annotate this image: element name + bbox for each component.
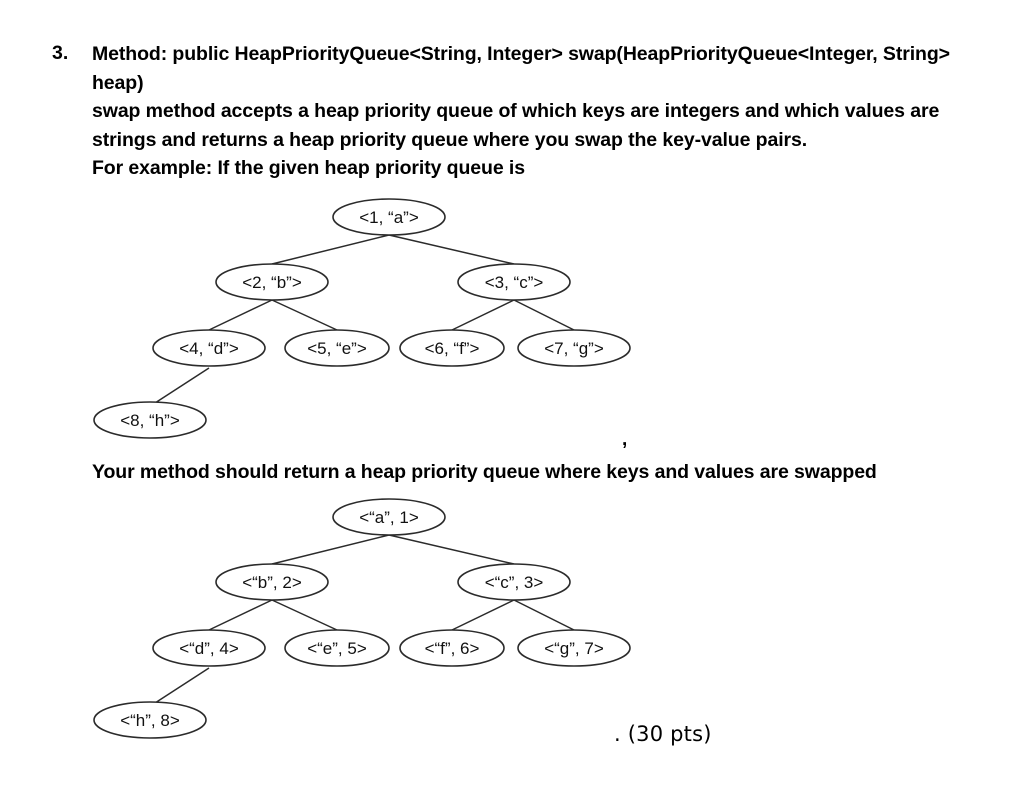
tree-edge [513, 299, 575, 331]
tree-node-ellipse [284, 629, 390, 667]
tree-node-ellipse [517, 629, 631, 667]
tree-node-label: <“h”, 8> [120, 711, 180, 730]
tree-node-ellipse [457, 563, 571, 601]
tree-node-ellipse [399, 329, 505, 367]
tree-node-label: <“g”, 7> [544, 639, 604, 658]
tree-node-label: <4, “d”> [179, 339, 239, 358]
tree-node: <8, “h”> [93, 401, 207, 439]
swapped-heap-tree-svg: <“a”, 1> <“b”, 2> <“c”, 3> <“d”, 4> <“e”, 5>… [93, 498, 631, 739]
swapped-tree-nodes: <“a”, 1> <“b”, 2> <“c”, 3> <“d”, 4> <“e”, 5>… [93, 498, 631, 739]
tree-node-ellipse [332, 498, 446, 536]
tree-node-ellipse [93, 701, 207, 739]
tree-edge [451, 299, 515, 331]
question-line-2: heap) [92, 71, 144, 94]
tree-edge [271, 299, 338, 331]
tree-node: <2, “b”> [215, 263, 329, 301]
tree-node-label: <“c”, 3> [485, 573, 544, 592]
tree-node-label: <“e”, 5> [307, 639, 367, 658]
given-heap-tree-svg: <1, “a”> <2, “b”> <3, “c”> <4, “d”> <5, “e”>… [93, 198, 631, 439]
tree-edge [388, 234, 515, 265]
tree-edge [208, 299, 273, 331]
question-line-1: Method: public HeapPriorityQueue<String,… [92, 43, 950, 65]
tree-node: <“e”, 5> [284, 629, 390, 667]
tree-node: <6, “f”> [399, 329, 505, 367]
tree-node: <4, “d”> [152, 329, 266, 367]
tree-node-ellipse [517, 329, 631, 367]
given-tree-nodes: <1, “a”> <2, “b”> <3, “c”> <4, “d”> <5, “e”>… [93, 198, 631, 439]
tree-node: <3, “c”> [457, 263, 571, 301]
tree-node-label: <8, “h”> [120, 411, 180, 430]
tree-node-ellipse [215, 563, 329, 601]
tree-node-ellipse [284, 329, 390, 367]
tree-node: <“b”, 2> [215, 563, 329, 601]
tree-node-label: <“b”, 2> [242, 573, 302, 592]
given-tree-edges [154, 234, 575, 404]
tree-edge [271, 234, 390, 265]
tree-node-label: <1, “a”> [359, 208, 419, 227]
tree-node-ellipse [93, 401, 207, 439]
tree-node-label: <5, “e”> [307, 339, 367, 358]
tree-node: <7, “g”> [517, 329, 631, 367]
tree-node-label: <“d”, 4> [179, 639, 239, 658]
given-heap-tree-diagram: <1, “a”> <2, “b”> <3, “c”> <4, “d”> <5, “e”>… [0, 192, 700, 452]
tree-edge [208, 599, 273, 631]
tree-node-label: <3, “c”> [485, 273, 544, 292]
tree-node-label: <“f”, 6> [425, 639, 480, 658]
tree-node-label: <7, “g”> [544, 339, 604, 358]
tree-node-label: <6, “f”> [425, 339, 480, 358]
points-note: . (30 pts) [614, 722, 712, 746]
tree-node-ellipse [215, 263, 329, 301]
tree-edge [451, 599, 515, 631]
tree-node-ellipse [399, 629, 505, 667]
tree-edge [513, 599, 575, 631]
question-line-4: strings and returns a heap priority queu… [92, 128, 808, 151]
tree-node: <“f”, 6> [399, 629, 505, 667]
tree-node-ellipse [152, 329, 266, 367]
tree-node-ellipse [332, 198, 446, 236]
tree-edge [388, 534, 515, 565]
tree-edge [154, 667, 210, 704]
tree-node-label: <“a”, 1> [359, 508, 419, 527]
swapped-tree-edges [154, 534, 575, 704]
swapped-heap-tree-diagram: <“a”, 1> <“b”, 2> <“c”, 3> <“d”, 4> <“e”, 5>… [0, 492, 700, 752]
tree-node: <“h”, 8> [93, 701, 207, 739]
question-number: 3. [52, 42, 69, 64]
tree-node: <“d”, 4> [152, 629, 266, 667]
tree-node: <“g”, 7> [517, 629, 631, 667]
tree-node-ellipse [457, 263, 571, 301]
tree-node: <“c”, 3> [457, 563, 571, 601]
tree-edge [154, 367, 210, 404]
mid-caption-text: Your method should return a heap priorit… [92, 461, 877, 483]
tree-edge [271, 534, 390, 565]
tree-node-ellipse [152, 629, 266, 667]
tree-edge [271, 599, 338, 631]
question-line-5: For example: If the given heap priority … [92, 157, 525, 179]
tree-node: <5, “e”> [284, 329, 390, 367]
trailing-comma: , [622, 429, 628, 450]
tree-node: <1, “a”> [332, 198, 446, 236]
tree-node: <“a”, 1> [332, 498, 446, 536]
question-line-3: swap method accepts a heap priority queu… [92, 100, 940, 122]
question-body: Method: public HeapPriorityQueue<String,… [92, 40, 997, 183]
tree-node-label: <2, “b”> [242, 273, 302, 292]
